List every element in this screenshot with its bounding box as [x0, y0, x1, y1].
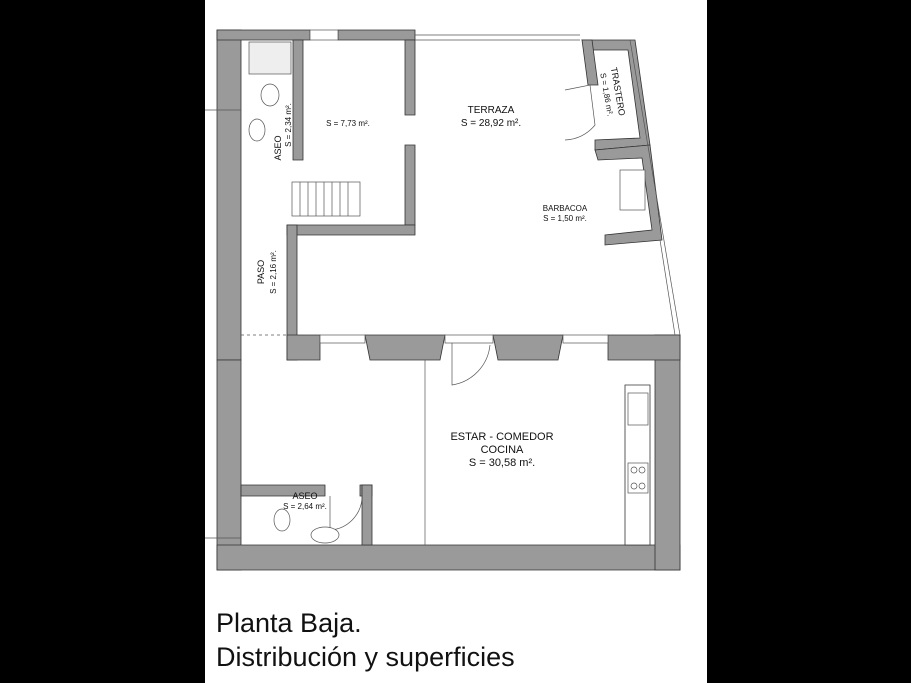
toilet-lower [273, 508, 291, 532]
wall-stair-corner [286, 224, 416, 236]
aseo-upper-area: S = 2,34 m². [284, 103, 293, 147]
room-center-area: S = 7,73 m². [326, 119, 370, 128]
door-arc-terraza [451, 340, 491, 386]
sink-upper [248, 118, 266, 142]
wall-room-right-lower [404, 144, 416, 226]
estar-name2: COCINA [481, 444, 524, 456]
wall-top-left [216, 29, 311, 41]
room-labels: ASEO S = 2,34 m². S = 7,73 m². TERRAZA S… [256, 66, 627, 511]
aseo-upper-name: ASEO [273, 135, 283, 160]
window-top [309, 29, 339, 41]
barbacoa-area: S = 1,50 m². [543, 214, 587, 223]
wall-right-lower [654, 334, 681, 571]
paso-name: PASO [256, 260, 266, 284]
window-mid1 [319, 334, 366, 344]
wall-aseo-lower-right [361, 484, 373, 546]
wall-aseo-lower-top [240, 484, 326, 497]
window-mid2 [444, 334, 494, 344]
wall-trastero-left [581, 39, 599, 86]
wall-left-lower [216, 359, 242, 571]
kitchen-sink [627, 392, 649, 426]
door-arc-aseo [329, 496, 363, 531]
wall-left-upper [216, 29, 242, 361]
paso-area: S = 2,16 m². [269, 250, 278, 294]
estar-area: S = 30,58 m². [469, 457, 535, 469]
wall-room-right [404, 39, 416, 116]
wall-trastero [581, 39, 651, 151]
estar-name: ESTAR - COMEDOR [450, 431, 553, 443]
wall-bottom [216, 544, 681, 571]
toilet-upper [260, 83, 280, 107]
door-arc-trastero [564, 84, 596, 141]
barbacoa-name: BARBACOA [543, 204, 588, 213]
stair [291, 181, 361, 217]
walls [216, 29, 681, 571]
aseo-lower-name: ASEO [292, 491, 317, 501]
terraza-name: TERRAZA [468, 105, 515, 116]
aseo-lower-area: S = 2,64 m². [283, 502, 327, 511]
wall-aseo-room [292, 39, 304, 161]
kitchen-stove [627, 462, 649, 494]
barbacoa-grill [619, 169, 646, 211]
wall-mid-horizontal [286, 334, 321, 361]
wall-mid-block1 [364, 334, 446, 361]
caption-subtitle: Distribución y superficies [216, 642, 515, 672]
wall-top-mid [337, 29, 416, 41]
sink-lower [310, 526, 340, 544]
bathtub-upper [248, 41, 292, 75]
terraza-area: S = 28,92 m². [461, 118, 521, 129]
caption-title: Planta Baja. [216, 608, 362, 638]
wall-mid-block2 [492, 334, 564, 361]
thin-lines [205, 29, 681, 545]
window-mid3 [562, 334, 609, 344]
wall-mid-right [607, 334, 681, 361]
